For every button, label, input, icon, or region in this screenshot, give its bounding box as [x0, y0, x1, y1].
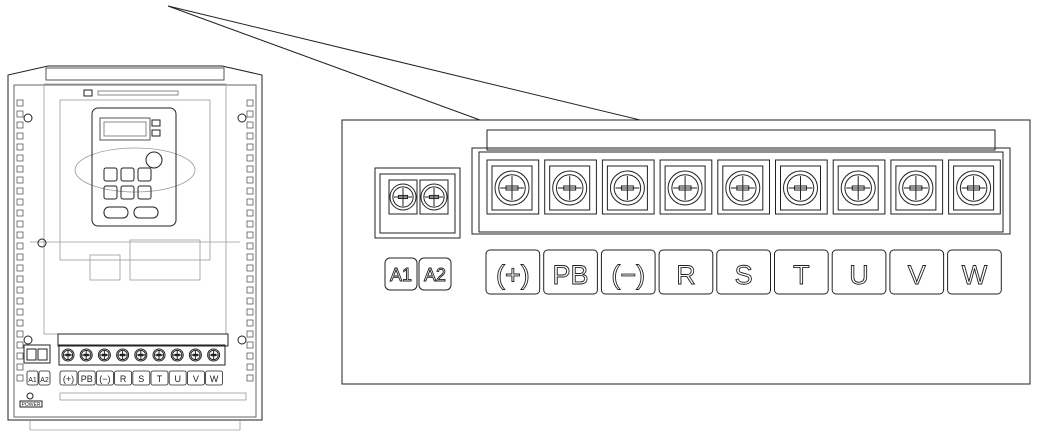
terminal-label-box [716, 249, 771, 295]
terminal-label-box [485, 249, 541, 295]
device-terminal-block [23, 333, 229, 366]
device-terminal-label-box [150, 370, 169, 386]
device-terminal-label-box [38, 370, 51, 386]
device-terminal-label-3: PB [81, 374, 93, 384]
terminal-label-4: S [735, 260, 753, 290]
device-terminal-screw-icon [170, 348, 184, 362]
main-terminal-cell [486, 159, 540, 215]
device-terminal-label-8: U [174, 374, 181, 384]
terminal-screw-icon [898, 170, 934, 206]
main-terminal-cell [659, 159, 713, 215]
relay-label-A1: A1 [390, 265, 412, 285]
device-terminal-label-5: R [120, 374, 127, 384]
main-terminal-cell [601, 159, 655, 215]
terminal-label-box [889, 249, 945, 295]
detail-callout-frame [341, 119, 1031, 385]
main-terminal-cell [832, 159, 886, 215]
terminal-label-box [600, 249, 656, 295]
terminal-screw-icon [609, 170, 645, 206]
terminal-screw-icon [956, 170, 992, 206]
device-terminal-label-box [26, 370, 39, 386]
main-terminal-cell [775, 159, 828, 215]
keypad-buttons [103, 167, 159, 219]
main-terminal-cell [544, 159, 597, 215]
device-terminal-screw-icon [97, 348, 111, 362]
device-terminal-label-6: S [138, 374, 144, 384]
terminal-screw-icon [783, 170, 818, 206]
relay-label-A2: A2 [424, 265, 446, 285]
terminal-label-box [831, 249, 887, 295]
terminal-screw-icon [725, 170, 761, 206]
device-terminal-screw-icon [116, 348, 130, 362]
device-terminal-label-box [96, 370, 114, 386]
device-terminal-label-box [168, 370, 187, 386]
mounting-screw-icon [23, 113, 247, 345]
terminal-label-box [947, 249, 1002, 295]
terminal-label-3: R [676, 260, 696, 290]
main-terminal-cell [948, 159, 1001, 215]
main-terminal-cell [890, 159, 944, 215]
device-terminal-label-4: (−) [99, 374, 110, 384]
device-terminal-screw-icon [207, 348, 221, 362]
device-terminal-label-7: T [157, 374, 163, 384]
device-relay-terminal [37, 348, 48, 361]
terminal-screw-icon [667, 170, 703, 206]
relay-label-box [384, 257, 418, 291]
drive-device-outline [7, 65, 263, 421]
terminal-label-0: (+) [496, 260, 530, 290]
relay-label-box [418, 257, 452, 291]
device-terminal-label-box [59, 370, 78, 386]
terminal-label-7: V [908, 260, 926, 290]
terminal-label-5: T [793, 260, 810, 290]
terminal-label-8: W [962, 260, 988, 290]
terminal-label-box [774, 249, 829, 295]
relay-terminal-cell [419, 179, 449, 215]
relay-terminal-housing [374, 167, 461, 239]
terminal-label-box [543, 249, 598, 295]
device-terminal-label-10: W [210, 374, 219, 384]
device-terminal-screw-icon [134, 348, 148, 362]
ground-label: POWER [22, 402, 41, 408]
relay-terminal-cell [388, 179, 418, 215]
terminal-label-2: (−) [611, 260, 645, 290]
device-terminal-screw-icon [61, 348, 75, 362]
device-terminal-label-box [114, 370, 132, 386]
relay-screw-icon [420, 183, 448, 211]
device-terminal-screw-icon [152, 348, 166, 362]
terminal-label-1: PB [553, 260, 589, 290]
device-terminal-screw-icon [188, 348, 202, 362]
device-terminal-label-9: V [193, 374, 199, 384]
device-terminal-label-box [77, 370, 96, 386]
callout-leader-lines [167, 5, 641, 121]
device-terminal-label-box [205, 370, 224, 386]
device-terminal-label-box [132, 370, 151, 386]
relay-screw-icon [389, 183, 417, 211]
device-terminal-label-1: A2 [40, 377, 49, 384]
terminal-label-6: U [849, 260, 869, 290]
ground-symbol-icon [19, 392, 43, 408]
terminal-screw-icon [840, 170, 876, 206]
main-terminal-cell [717, 159, 770, 215]
terminal-screw-icon [494, 170, 530, 206]
terminal-label-box [658, 249, 714, 295]
terminal-screw-icon [552, 170, 588, 206]
device-terminal-label-box [186, 370, 205, 386]
device-terminal-screw-icon [79, 348, 93, 362]
device-terminal-label-2: (+) [63, 374, 74, 384]
main-terminal-bar [471, 129, 1011, 235]
device-terminal-label-0: A1 [28, 377, 37, 384]
device-relay-terminal [26, 348, 37, 361]
keypad-panel [91, 107, 177, 227]
